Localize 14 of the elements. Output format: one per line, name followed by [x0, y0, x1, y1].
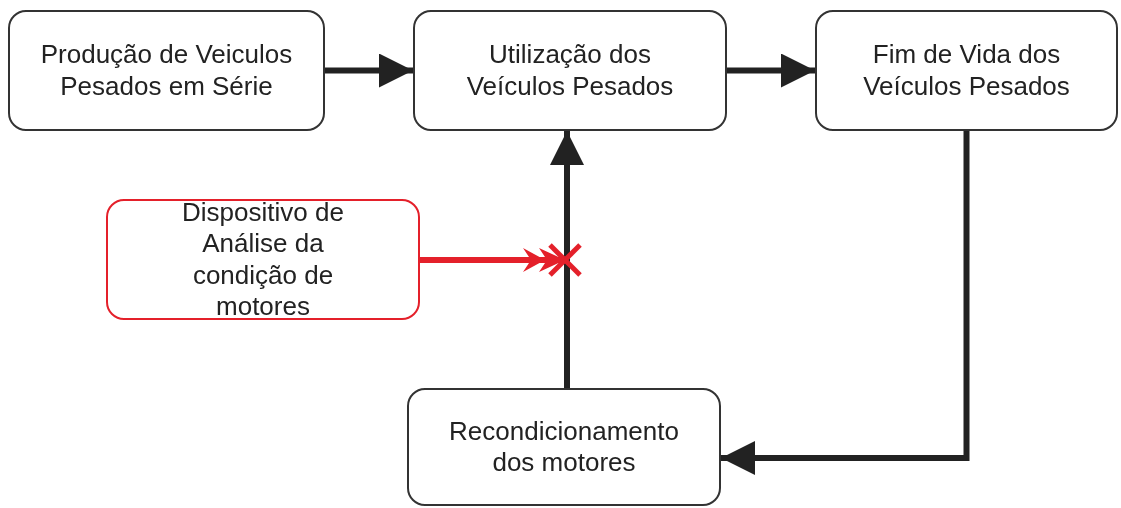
box-label: Dispositivo de Análise da condição de motores [181, 197, 345, 322]
arrow [721, 131, 970, 475]
arrow [325, 53, 413, 88]
process-box [8, 10, 325, 131]
process-box [815, 10, 1118, 131]
box-label: Fim de Vida dos Veículos Pesados [862, 39, 1071, 102]
process-box [413, 10, 727, 131]
box-label: Produção de Veiculos Pesados em Série [39, 39, 294, 102]
box-label: Utilização dos Veículos Pesados [465, 39, 675, 102]
process-box [106, 199, 420, 320]
arrow [550, 131, 584, 388]
arrow [727, 53, 815, 88]
process-box [407, 388, 721, 506]
box-label: Recondicionamento dos motores [448, 415, 680, 479]
